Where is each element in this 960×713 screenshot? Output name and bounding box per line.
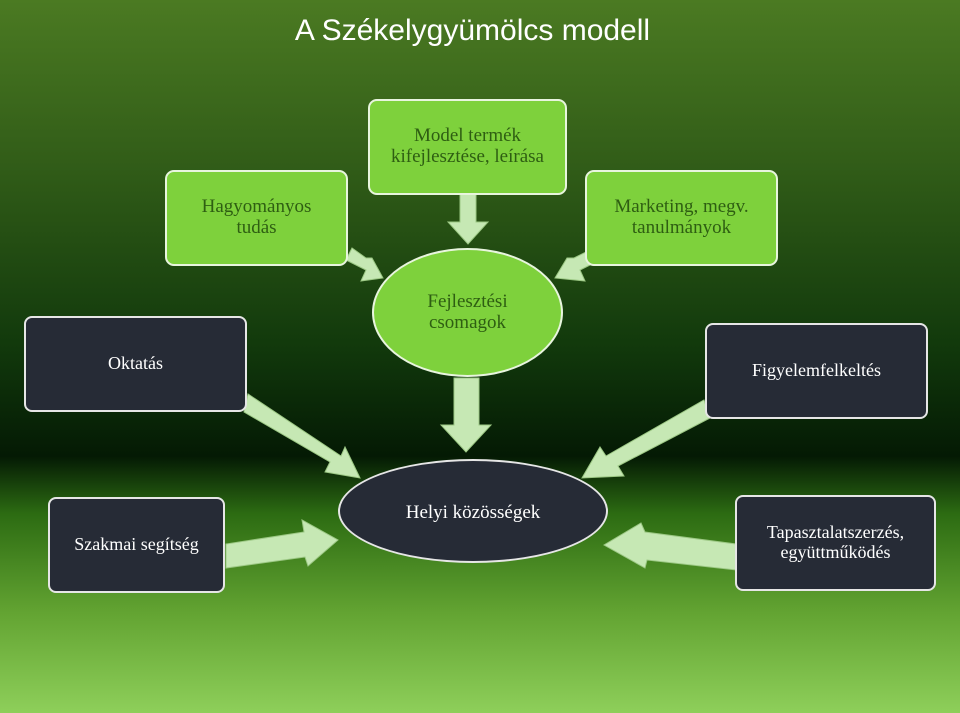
node-model-product-label: Model termék kifejlesztése, leírása (391, 125, 544, 167)
node-traditional-knowledge-label: Hagyományos tudás (201, 196, 312, 238)
node-local-communities: Helyi közösségek (338, 459, 608, 563)
node-marketing-label: Marketing, megv. tanulmányok (614, 196, 749, 238)
node-professional-help: Szakmai segítség (48, 497, 225, 593)
node-experience-sharing-label: Tapasztalatszerzés, együttműködés (766, 522, 905, 562)
node-local-communities-label: Helyi közösségek (405, 502, 541, 523)
arrow-model-to-packages (446, 193, 490, 245)
node-development-packages-label: Fejlesztési csomagok (427, 290, 508, 333)
arrow-education-to-communities (243, 393, 361, 479)
slide-title: A Székelygyümölcs modell (294, 14, 651, 47)
node-model-product: Model termék kifejlesztése, leírása (368, 99, 567, 195)
arrow-awareness-to-communities (581, 399, 711, 479)
node-development-packages: Fejlesztési csomagok (372, 248, 563, 377)
arrow-experience-to-communities (603, 522, 737, 571)
node-education-label: Oktatás (108, 353, 163, 374)
arrow-tradition-to-packages (345, 247, 384, 282)
arrow-help-to-communities (225, 519, 339, 569)
node-education: Oktatás (24, 316, 247, 412)
node-traditional-knowledge: Hagyományos tudás (165, 170, 348, 266)
node-professional-help-label: Szakmai segítség (74, 534, 199, 555)
node-marketing: Marketing, megv. tanulmányok (585, 170, 778, 266)
node-awareness: Figyelemfelkeltés (705, 323, 928, 419)
node-awareness-label: Figyelemfelkeltés (752, 360, 881, 381)
node-experience-sharing: Tapasztalatszerzés, együttműködés (735, 495, 936, 591)
arrow-packages-to-communities (439, 377, 493, 453)
